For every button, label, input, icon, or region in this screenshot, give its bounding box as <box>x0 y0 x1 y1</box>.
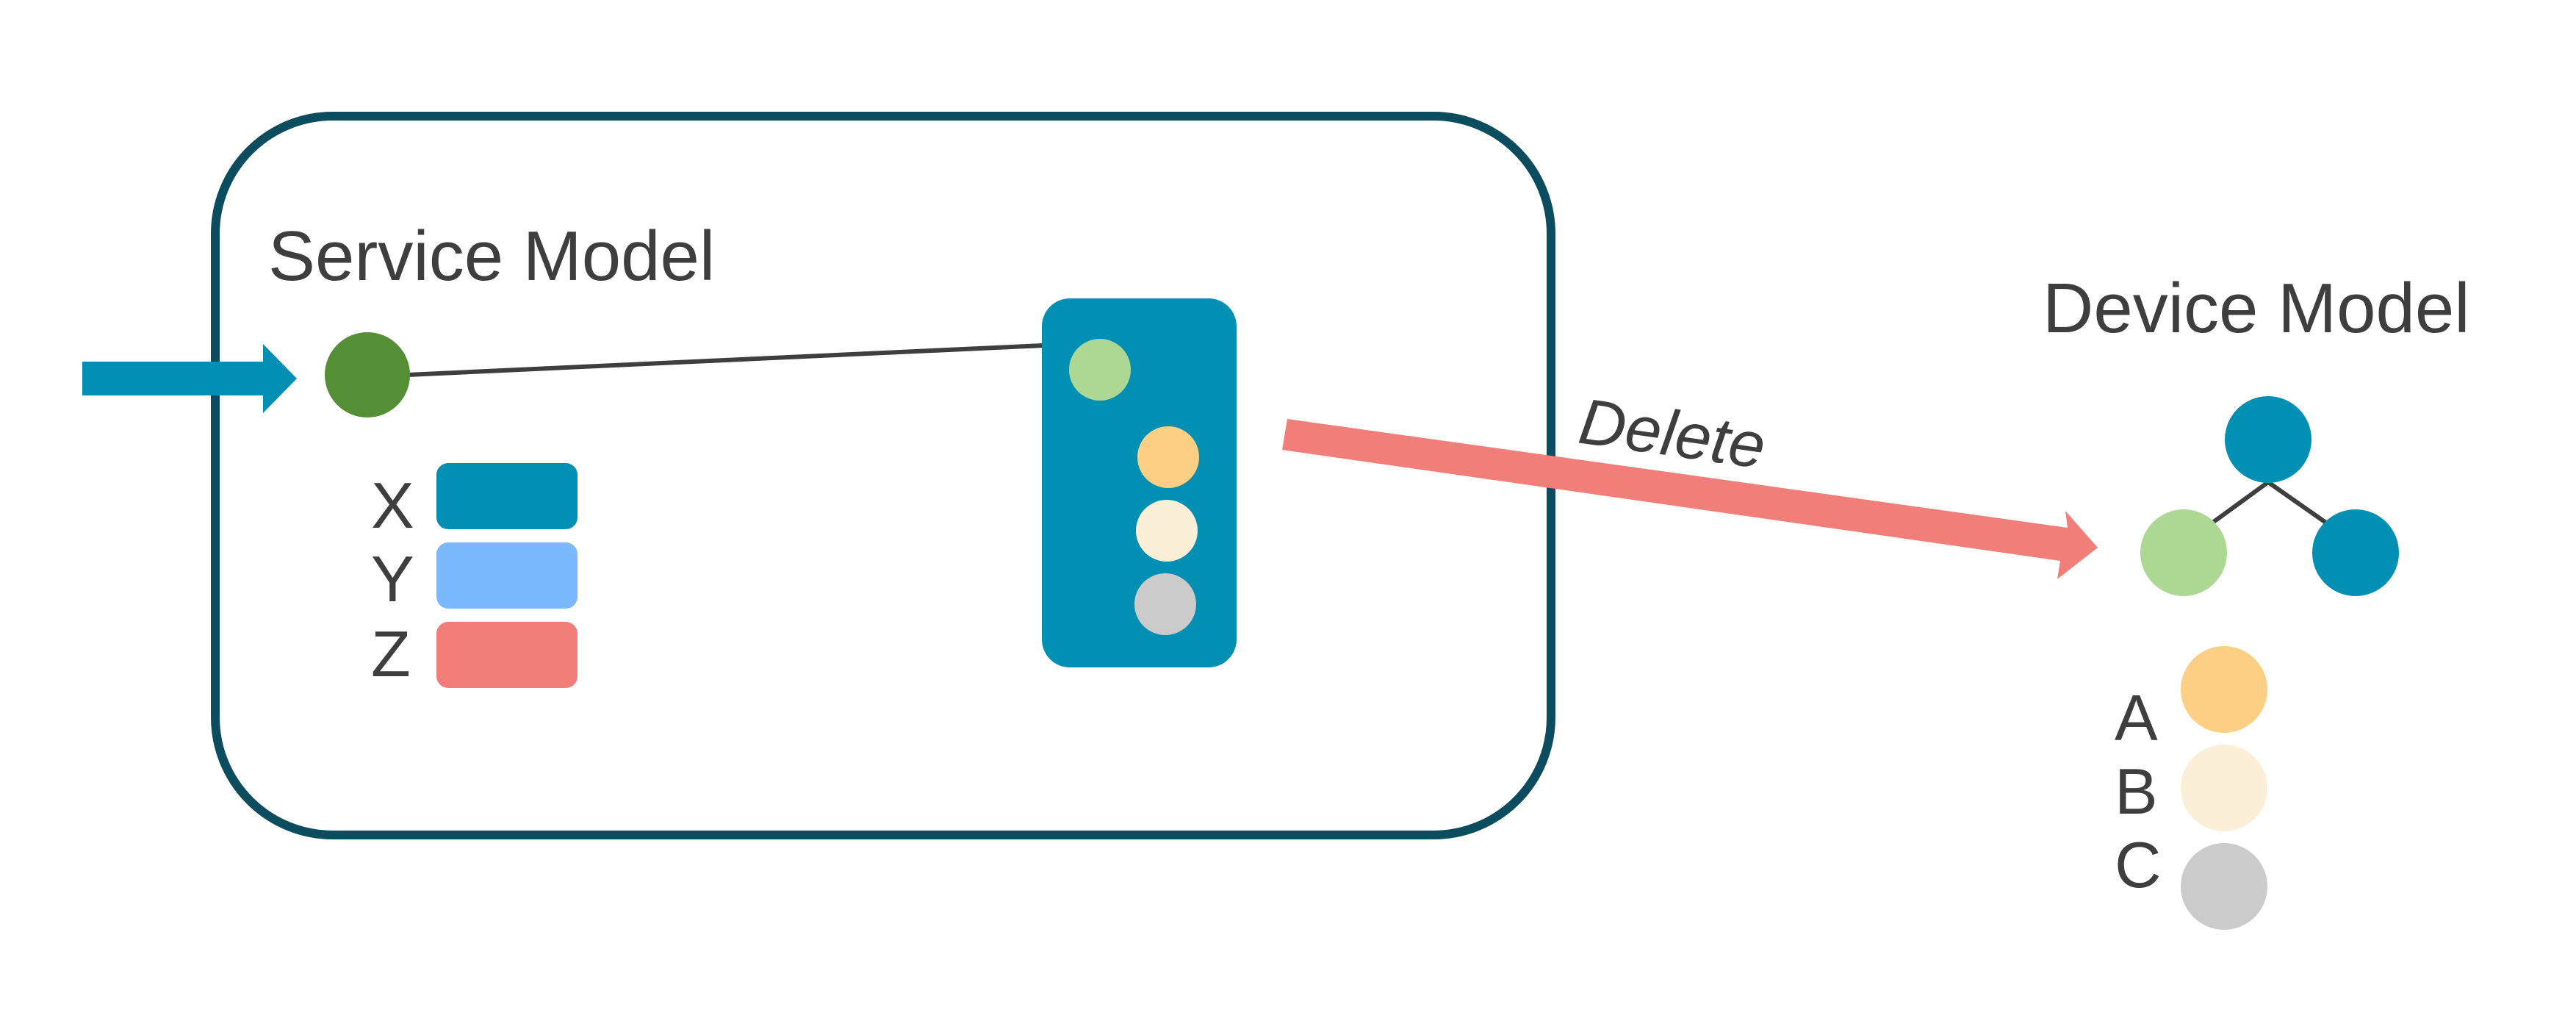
connector-line <box>407 343 1044 377</box>
tree-edge-right <box>2267 480 2328 526</box>
legend-node-a <box>2181 646 2267 733</box>
legend-node-b <box>2181 745 2267 831</box>
legend-label-x: X <box>371 469 414 542</box>
input-node <box>325 332 410 417</box>
legend-node-c <box>2181 843 2267 930</box>
delete-arrow <box>1282 419 2098 579</box>
legend-swatch-y <box>436 542 578 609</box>
input-arrow <box>82 344 297 413</box>
tree-edge-left <box>2210 480 2270 526</box>
component-node-cream <box>1136 500 1198 562</box>
legend-label-z: Z <box>371 617 411 690</box>
legend-swatch-x <box>436 463 578 529</box>
tree-left-node <box>2140 509 2227 596</box>
component-node-gray <box>1134 573 1196 635</box>
tree-root-node <box>2225 396 2311 483</box>
device-model-title: Device Model <box>2043 269 2470 348</box>
legend-label-b: B <box>2115 755 2158 828</box>
legend-label-c: C <box>2115 828 2162 901</box>
legend-label-a: A <box>2115 681 2158 754</box>
component-node-green <box>1069 339 1131 401</box>
tree-right-node <box>2312 509 2399 596</box>
service-model-title: Service Model <box>268 217 715 295</box>
component-node-orange <box>1137 426 1199 488</box>
legend-label-y: Y <box>371 542 414 615</box>
legend-swatch-z <box>436 622 578 688</box>
